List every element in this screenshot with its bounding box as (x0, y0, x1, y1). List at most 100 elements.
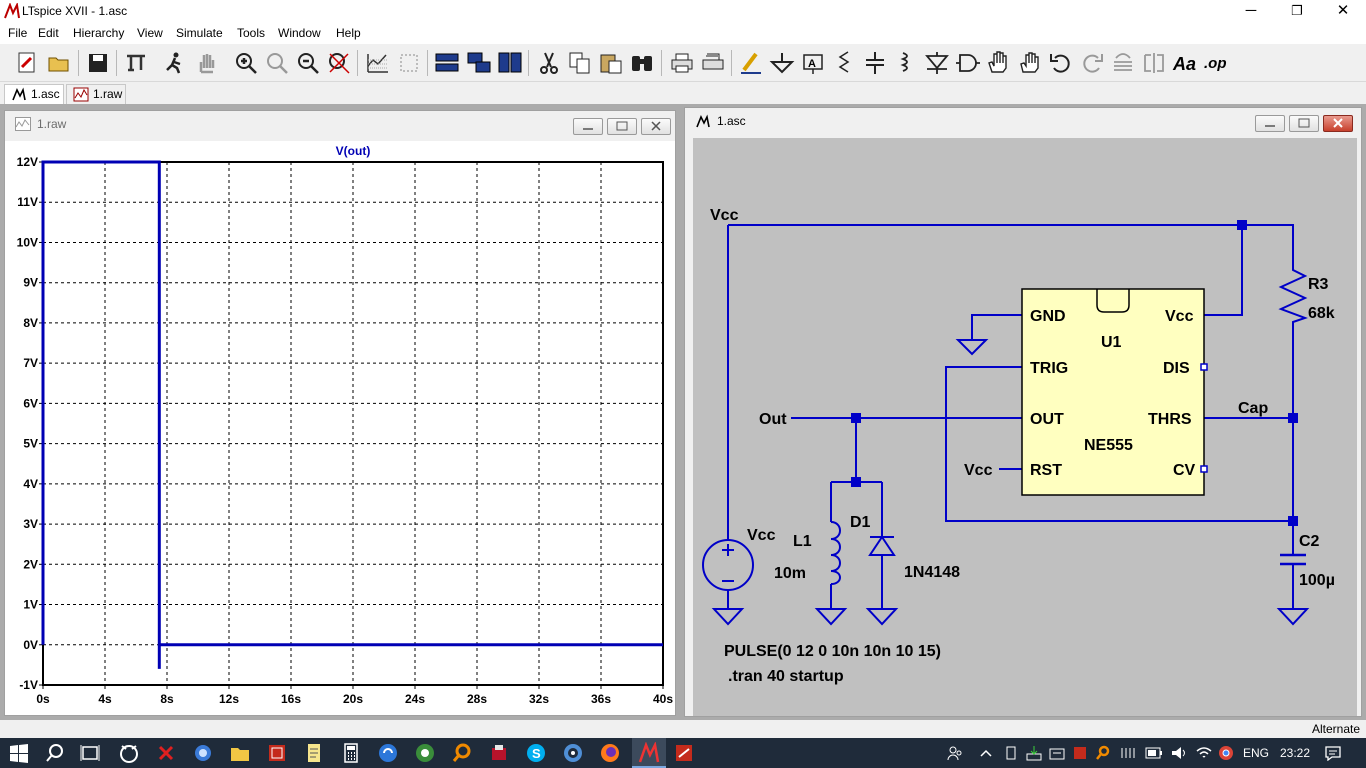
start-icon[interactable] (8, 742, 30, 764)
file-explorer-icon[interactable] (229, 742, 251, 764)
ground-icon[interactable] (769, 50, 795, 76)
battery-icon[interactable] (1145, 746, 1163, 760)
app-icon[interactable] (562, 742, 584, 764)
app-icon[interactable] (266, 742, 288, 764)
firefox-icon[interactable] (599, 742, 621, 764)
find-icon[interactable] (629, 50, 655, 76)
control-panel-icon[interactable] (123, 50, 149, 76)
wifi-icon[interactable] (1195, 745, 1213, 761)
schematic-window-title[interactable]: 1.asc (695, 112, 746, 132)
capacitor-c2[interactable] (1280, 553, 1306, 566)
pick-visible-traces-icon[interactable] (396, 50, 422, 76)
print-setup-icon[interactable] (700, 50, 726, 76)
ltspice-taskbar-button[interactable] (632, 738, 666, 768)
menu-tools[interactable]: Tools (237, 26, 266, 40)
tile-horizontal-icon[interactable] (434, 50, 460, 76)
menu-edit[interactable]: Edit (38, 26, 59, 40)
rotate-icon[interactable] (1110, 50, 1136, 76)
drag-hand-icon[interactable] (1017, 50, 1043, 76)
search-icon[interactable] (44, 742, 66, 764)
minimize-button[interactable]: ─ (1245, 2, 1257, 19)
cut-icon[interactable] (536, 50, 562, 76)
app-icon[interactable] (451, 742, 473, 764)
r3-value[interactable]: 68k (1308, 305, 1335, 322)
skype-icon[interactable]: S (525, 742, 547, 764)
app-icon[interactable] (155, 742, 177, 764)
l1-value[interactable]: 10m (774, 565, 806, 582)
plot-restore-button[interactable] (607, 118, 637, 135)
ne555-ic[interactable] (1021, 288, 1208, 496)
c2-ref[interactable]: C2 (1299, 533, 1320, 550)
run-icon[interactable] (162, 50, 188, 76)
app-tray-icon[interactable] (1072, 745, 1088, 761)
zoom-in-icon[interactable] (233, 50, 259, 76)
network-share-icon[interactable] (1049, 745, 1065, 761)
l1-ref[interactable]: L1 (793, 533, 812, 550)
chevron-up-icon[interactable] (979, 747, 993, 759)
schematic-canvas[interactable]: Vcc Out Cap Vcc GND Vcc TRIG DIS OUT THR… (693, 138, 1357, 716)
resistor-icon[interactable] (831, 50, 857, 76)
app-icon[interactable] (192, 742, 214, 764)
menu-file[interactable]: File (8, 26, 28, 40)
app-icon[interactable] (673, 742, 695, 764)
c2-value[interactable]: 100µ (1299, 572, 1335, 589)
capacitor-icon[interactable] (862, 50, 888, 76)
notification-icon[interactable] (1324, 745, 1342, 761)
language-indicator[interactable]: ENG (1243, 746, 1270, 760)
redo-icon[interactable] (1079, 50, 1105, 76)
trace-label[interactable]: V(out) (336, 144, 371, 158)
voltage-source-vcc[interactable] (702, 539, 754, 591)
menu-hierarchy[interactable]: Hierarchy (73, 26, 125, 40)
tile-vertical-icon[interactable] (497, 50, 523, 76)
net-label-cap[interactable]: Cap (1238, 400, 1268, 417)
maximize-button[interactable]: ❐ (1291, 3, 1303, 18)
draw-wire-icon[interactable] (738, 50, 764, 76)
move-hand-icon[interactable] (986, 50, 1012, 76)
calculator-icon[interactable] (340, 742, 362, 764)
inductor-l1[interactable] (830, 521, 841, 585)
app-icon[interactable] (488, 742, 510, 764)
usb-device-icon[interactable] (1004, 745, 1018, 761)
u1-ref[interactable]: U1 (1101, 334, 1122, 351)
open-folder-icon[interactable] (46, 50, 72, 76)
new-schematic-icon[interactable] (14, 50, 40, 76)
zoom-out-icon[interactable] (295, 50, 321, 76)
app-icon[interactable] (377, 742, 399, 764)
close-button[interactable]: ✕ (1336, 2, 1350, 19)
menu-help[interactable]: Help (336, 26, 361, 40)
menu-simulate[interactable]: Simulate (176, 26, 223, 40)
diode-d1[interactable] (868, 535, 896, 556)
schematic-minimize-button[interactable] (1255, 115, 1285, 132)
d1-ref[interactable]: D1 (850, 514, 871, 531)
diode-icon[interactable] (924, 50, 950, 76)
net-label-vcc-rst[interactable]: Vcc (964, 462, 993, 479)
app-icon[interactable] (414, 742, 436, 764)
app-icon[interactable] (118, 742, 140, 764)
zoom-fit-icon[interactable] (326, 50, 352, 76)
cascade-icon[interactable] (466, 50, 492, 76)
plot-close-button[interactable] (641, 118, 671, 135)
u1-model[interactable]: NE555 (1084, 437, 1133, 454)
zoom-pan-icon[interactable] (264, 50, 290, 76)
paste-icon[interactable] (598, 50, 624, 76)
menu-window[interactable]: Window (278, 26, 321, 40)
trace-v-out[interactable] (41, 160, 663, 669)
spice-directive-icon[interactable]: .op (1203, 50, 1229, 76)
mirror-icon[interactable] (1141, 50, 1167, 76)
autorange-icon[interactable] (365, 50, 391, 76)
inductor-icon[interactable] (893, 50, 919, 76)
task-view-icon[interactable] (79, 742, 101, 764)
clock[interactable]: 23:22 (1280, 746, 1311, 760)
plot-window-title[interactable]: 1.raw (15, 115, 66, 135)
resistor-r3[interactable] (1278, 266, 1308, 326)
print-icon[interactable] (669, 50, 695, 76)
tab-schematic[interactable]: 1.asc (4, 84, 64, 104)
r3-ref[interactable]: R3 (1308, 276, 1329, 293)
menu-view[interactable]: View (137, 26, 163, 40)
copy-icon[interactable] (567, 50, 593, 76)
undo-icon[interactable] (1048, 50, 1074, 76)
search-tray-icon[interactable] (1095, 745, 1111, 761)
net-label-out[interactable]: Out (759, 411, 787, 428)
app-icon[interactable] (303, 742, 325, 764)
